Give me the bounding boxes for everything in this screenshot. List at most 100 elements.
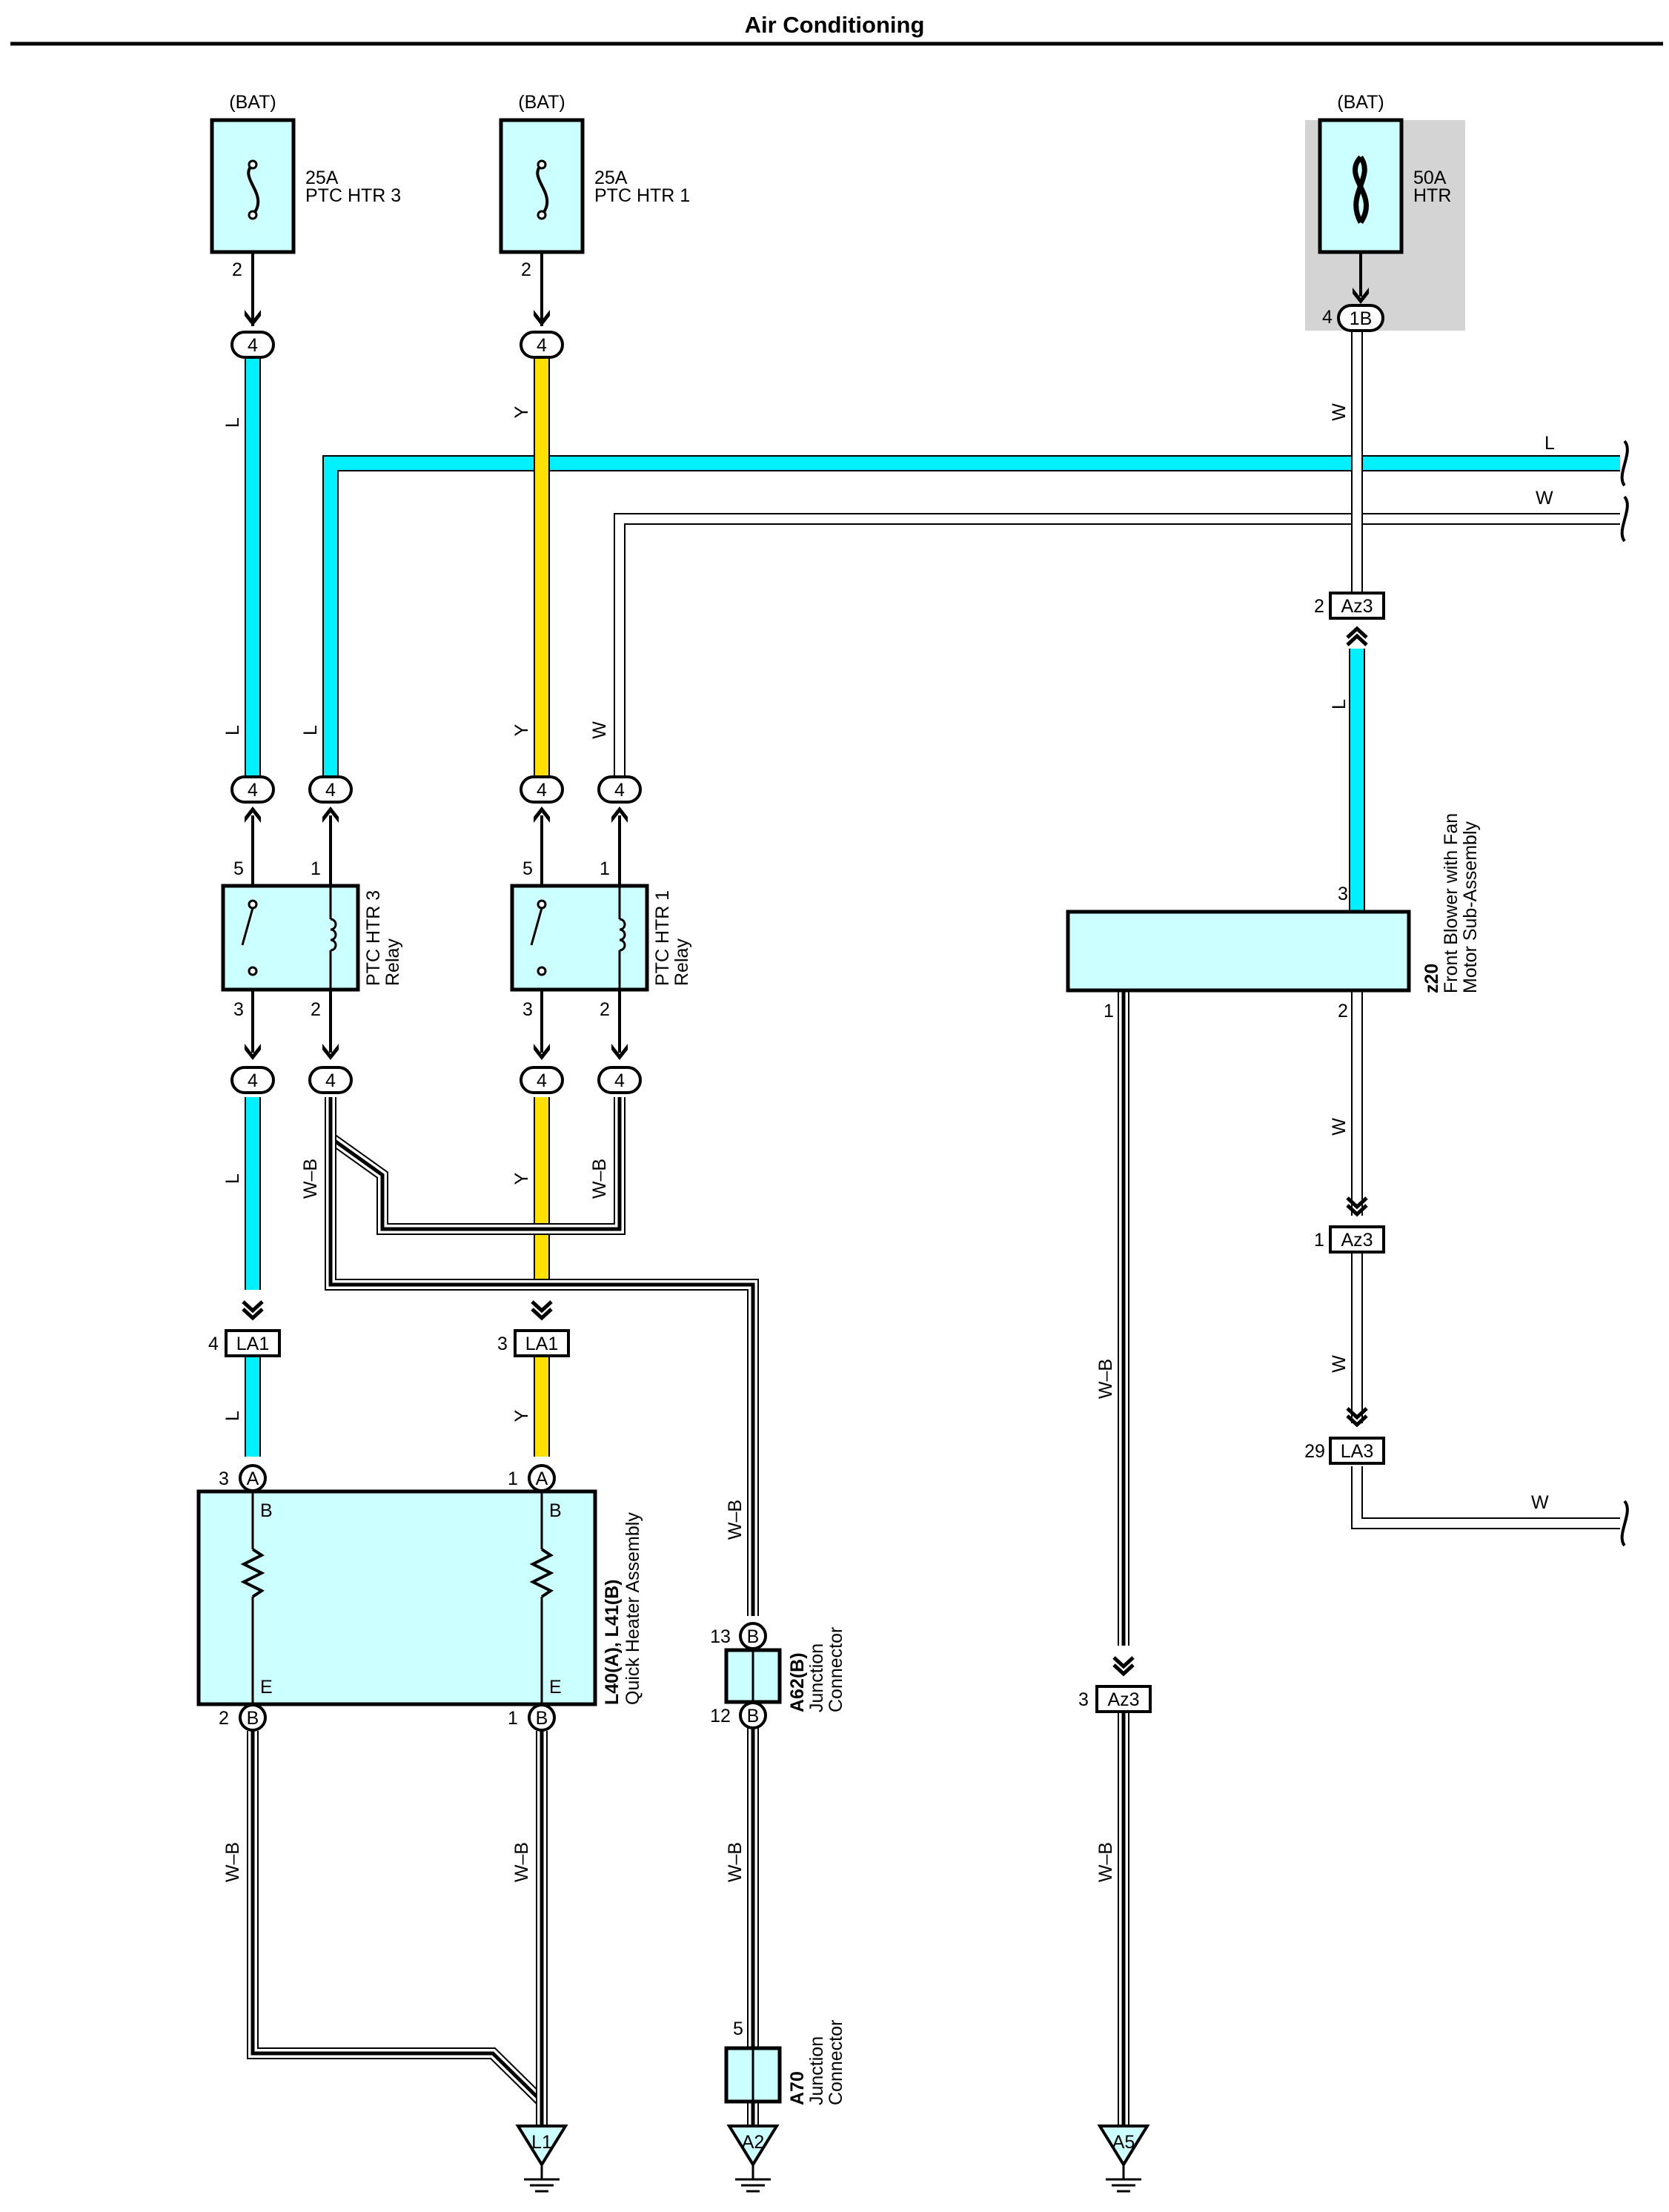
junction-connector-a62: B 13 B 12 A62(B) Junction Connector	[710, 1622, 846, 1729]
svg-text:4: 4	[1322, 307, 1333, 328]
svg-text:1: 1	[1314, 1230, 1324, 1251]
relay-ptc-htr-1: 5 1 3 2 PTC HTR 1 Relay	[510, 858, 692, 1020]
front-blower-motor: 3 1 2 z20 Front Blower with Fan Motor Su…	[1066, 813, 1481, 1021]
svg-text:W: W	[1329, 1118, 1350, 1136]
svg-text:B: B	[747, 1706, 760, 1726]
svg-text:25A: 25A	[594, 168, 628, 188]
svg-text:W: W	[1329, 1355, 1350, 1373]
svg-text:B: B	[247, 1708, 259, 1729]
connector-az3-mid: Az3 1	[1314, 1198, 1385, 1254]
svg-text:Relay: Relay	[671, 938, 692, 986]
wire-wb-relay1	[325, 1097, 626, 1235]
svg-text:LA1: LA1	[525, 1334, 558, 1354]
svg-text:Junction: Junction	[806, 2036, 827, 2105]
svg-text:1: 1	[508, 1468, 518, 1489]
svg-text:2: 2	[521, 259, 531, 280]
svg-text:L: L	[222, 1411, 243, 1421]
svg-text:B: B	[549, 1500, 562, 1521]
svg-text:4: 4	[537, 1070, 547, 1091]
svg-text:Connector: Connector	[826, 2020, 846, 2105]
svg-text:A70: A70	[787, 2071, 808, 2105]
svg-text:A5: A5	[1112, 2132, 1135, 2153]
wire-l-horizontal	[322, 455, 1620, 777]
svg-text:2: 2	[232, 259, 242, 280]
svg-text:3: 3	[1338, 884, 1348, 904]
svg-text:PTC HTR 1: PTC HTR 1	[594, 185, 690, 206]
svg-text:4: 4	[325, 1070, 336, 1091]
svg-text:PTC HTR 3: PTC HTR 3	[363, 890, 384, 986]
svg-text:E: E	[260, 1677, 273, 1698]
svg-text:L: L	[1329, 699, 1350, 709]
svg-text:25A: 25A	[305, 168, 339, 188]
svg-text:A2: A2	[742, 2132, 765, 2153]
svg-text:L: L	[222, 725, 243, 735]
svg-text:Az3: Az3	[1107, 1689, 1139, 1710]
svg-text:(BAT): (BAT)	[229, 92, 276, 113]
svg-text:Front Blower with Fan: Front Blower with Fan	[1441, 813, 1461, 993]
svg-text:4: 4	[248, 780, 258, 801]
wire-w-blower-out	[1351, 990, 1620, 1529]
svg-text:2: 2	[1314, 596, 1324, 617]
svg-text:W–B: W–B	[222, 1842, 243, 1882]
connector-az3-low: Az3 3	[1078, 1658, 1152, 1713]
svg-text:A62(B): A62(B)	[787, 1652, 808, 1712]
svg-text:3: 3	[522, 999, 533, 1020]
connector-la1-left: LA1 4	[208, 1302, 281, 1357]
svg-text:Y: Y	[511, 405, 532, 418]
svg-text:4: 4	[248, 335, 258, 356]
svg-text:(BAT): (BAT)	[518, 92, 565, 113]
connector-az3-top: Az3 2	[1314, 592, 1385, 645]
svg-text:4: 4	[614, 780, 625, 801]
svg-text:12: 12	[710, 1706, 731, 1726]
svg-text:Junction: Junction	[806, 1643, 827, 1712]
svg-text:W–B: W–B	[725, 1842, 746, 1882]
svg-text:2: 2	[1338, 1001, 1348, 1021]
svg-text:W: W	[1329, 403, 1350, 421]
fuse-ptc-htr-3: (BAT) 25A PTC HTR 3 2	[210, 92, 401, 326]
svg-text:Az3: Az3	[1341, 596, 1373, 617]
svg-text:A: A	[247, 1468, 259, 1489]
svg-text:A: A	[536, 1468, 548, 1489]
svg-text:(BAT): (BAT)	[1337, 92, 1384, 113]
svg-text:4: 4	[208, 1334, 219, 1354]
svg-text:HTR: HTR	[1413, 185, 1451, 206]
svg-text:L: L	[222, 417, 243, 428]
svg-text:3: 3	[497, 1334, 508, 1354]
ground-a5: A5	[1098, 2125, 1149, 2193]
page-title: Air Conditioning	[745, 12, 925, 38]
ground-a2: A2	[728, 2125, 778, 2193]
svg-text:1: 1	[1104, 1001, 1114, 1021]
svg-text:3: 3	[233, 999, 244, 1020]
svg-text:L40(A), L41(B): L40(A), L41(B)	[602, 1580, 623, 1705]
wire-w-relay1	[614, 513, 1620, 777]
svg-text:4: 4	[325, 780, 336, 801]
wire-wb-heater-ground	[247, 1731, 548, 2127]
connector-fuse3-out: 4	[230, 310, 275, 359]
relay-ptc-htr-3: 5 1 3 2 PTC HTR 3 Relay	[221, 858, 403, 1020]
svg-text:Y: Y	[511, 1172, 532, 1185]
svg-text:5: 5	[522, 858, 533, 879]
svg-text:z20: z20	[1421, 964, 1442, 993]
svg-text:1B: 1B	[1350, 308, 1373, 329]
wire-break-marks	[1620, 440, 1629, 1547]
svg-text:4: 4	[537, 780, 547, 801]
svg-text:3: 3	[1078, 1689, 1089, 1710]
svg-text:B: B	[536, 1708, 548, 1729]
svg-text:Connector: Connector	[826, 1627, 846, 1712]
connector-la1-right: LA1 3	[497, 1302, 570, 1357]
svg-text:13: 13	[710, 1626, 731, 1647]
svg-text:2: 2	[600, 999, 610, 1020]
svg-text:PTC HTR 1: PTC HTR 1	[652, 890, 673, 986]
svg-text:2: 2	[219, 1708, 229, 1729]
svg-text:B: B	[260, 1500, 273, 1521]
svg-text:W: W	[1536, 488, 1553, 509]
svg-text:LA3: LA3	[1341, 1441, 1373, 1462]
svg-text:4: 4	[248, 1070, 258, 1091]
svg-text:B: B	[747, 1626, 760, 1647]
quick-heater-assembly: A 3 A 1 B B E E B 2 B 1 L40(A), L41(B) Q…	[196, 1464, 643, 1732]
svg-text:1: 1	[508, 1708, 518, 1729]
junction-connector-a70: 5 A70 Junction Connector	[724, 2019, 846, 2105]
svg-text:L1: L1	[531, 2132, 552, 2153]
wire-color-labels: L Y W L W L L Y W L L W–B Y W–B W W W L …	[222, 403, 1555, 1882]
